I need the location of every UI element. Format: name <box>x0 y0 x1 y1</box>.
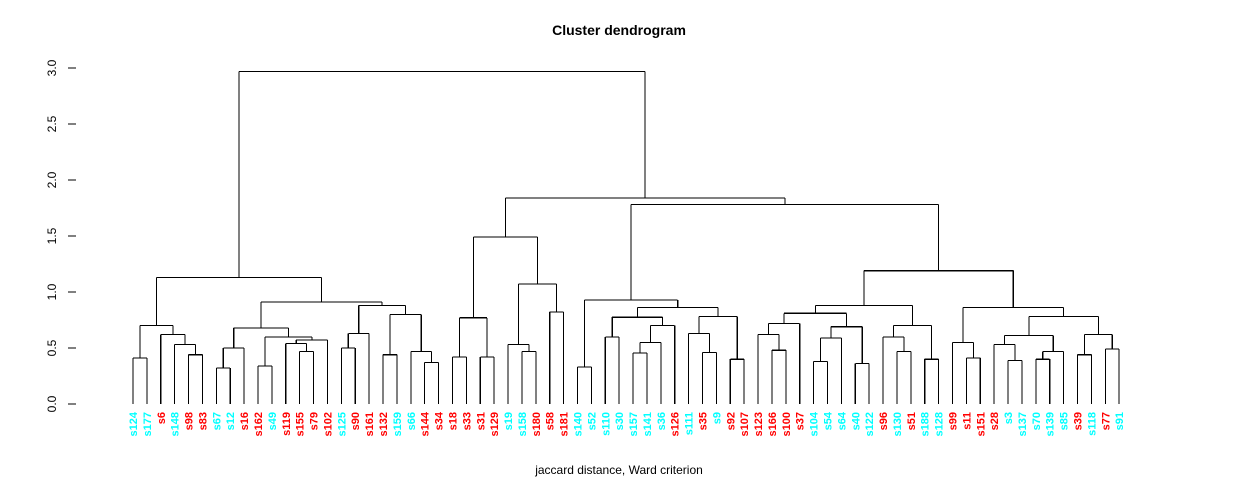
leaf-label-s104: s104 <box>809 411 821 436</box>
leaf-label-s130: s130 <box>892 412 904 436</box>
y-axis-tick-label: 0.5 <box>45 339 59 356</box>
leaf-label-s79: s79 <box>309 412 321 430</box>
leaf-label-s19: s19 <box>503 412 515 430</box>
leaf-label-s11: s11 <box>961 412 973 430</box>
leaf-label-s125: s125 <box>336 412 348 436</box>
leaf-label-s123: s123 <box>753 412 765 436</box>
leaf-label-s49: s49 <box>267 412 279 430</box>
leaf-label-s158: s158 <box>517 412 529 436</box>
leaf-label-s119: s119 <box>281 412 293 436</box>
leaf-label-s77: s77 <box>1100 412 1112 430</box>
leaf-label-s188: s188 <box>920 412 932 436</box>
leaf-label-s129: s129 <box>489 412 501 436</box>
leaf-label-s33: s33 <box>461 412 473 430</box>
leaf-label-s36: s36 <box>656 412 668 430</box>
leaf-label-s67: s67 <box>211 412 223 430</box>
chart-title: Cluster dendrogram <box>552 22 686 38</box>
leaf-label-s100: s100 <box>781 412 793 436</box>
leaf-label-s181: s181 <box>559 412 571 436</box>
leaf-label-s35: s35 <box>697 412 709 430</box>
leaf-label-s54: s54 <box>823 411 835 430</box>
leaf-label-s118: s118 <box>1086 412 1098 436</box>
leaf-label-s128: s128 <box>934 412 946 436</box>
y-axis-tick-label: 2.5 <box>45 115 59 132</box>
leaf-label-s64: s64 <box>836 411 848 430</box>
leaf-label-s58: s58 <box>545 412 557 430</box>
leaf-label-s166: s166 <box>767 412 779 436</box>
leaf-label-s85: s85 <box>1059 412 1071 430</box>
leaf-label-s144: s144 <box>420 411 432 436</box>
leaf-label-s110: s110 <box>600 412 612 436</box>
leaf-label-s159: s159 <box>392 412 404 436</box>
leaf-label-s12: s12 <box>225 412 237 430</box>
leaf-label-s6: s6 <box>156 412 168 424</box>
leaf-label-s96: s96 <box>878 412 890 430</box>
leaf-label-s124: s124 <box>128 411 140 436</box>
y-axis-tick-label: 1.0 <box>45 283 59 300</box>
leaf-label-s51: s51 <box>906 412 918 430</box>
leaf-label-s122: s122 <box>864 412 876 436</box>
leaf-label-s141: s141 <box>642 412 654 436</box>
leaf-label-s126: s126 <box>670 412 682 436</box>
chart-subtitle: jaccard distance, Ward criterion <box>535 463 703 477</box>
leaf-label-s155: s155 <box>295 412 307 436</box>
leaf-label-s98: s98 <box>184 412 196 430</box>
leaf-label-s111: s111 <box>684 412 696 435</box>
leaf-label-s39: s39 <box>1073 412 1085 430</box>
leaf-label-s9: s9 <box>711 412 723 424</box>
leaf-label-s31: s31 <box>475 412 487 430</box>
leaf-label-s83: s83 <box>197 412 209 430</box>
leaf-label-s137: s137 <box>1017 412 1029 436</box>
leaf-label-s70: s70 <box>1031 412 1043 430</box>
leaf-label-s107: s107 <box>739 412 751 436</box>
leaf-label-s16: s16 <box>239 412 251 430</box>
leaf-label-s177: s177 <box>142 412 154 436</box>
leaf-label-s40: s40 <box>850 412 862 430</box>
leaf-label-s92: s92 <box>725 412 737 430</box>
leaf-label-s30: s30 <box>614 412 626 430</box>
leaf-label-s161: s161 <box>364 412 376 436</box>
y-axis-tick-label: 2.0 <box>45 171 59 188</box>
leaf-label-s157: s157 <box>628 412 640 436</box>
leaf-label-s102: s102 <box>322 412 334 436</box>
leaf-label-s162: s162 <box>253 412 265 436</box>
leaf-label-s148: s148 <box>170 412 182 436</box>
leaf-label-s3: s3 <box>1003 412 1015 424</box>
leaf-label-s52: s52 <box>586 412 598 430</box>
leaf-label-s139: s139 <box>1045 412 1057 436</box>
leaf-label-s99: s99 <box>948 412 960 430</box>
leaf-label-s132: s132 <box>378 412 390 436</box>
y-axis-tick-label: 1.5 <box>45 227 59 244</box>
leaf-label-s91: s91 <box>1114 412 1126 430</box>
y-axis-tick-label: 0.0 <box>45 395 59 412</box>
leaf-label-s37: s37 <box>795 412 807 430</box>
y-axis-tick-label: 3.0 <box>45 59 59 76</box>
leaf-label-s28: s28 <box>989 412 1001 430</box>
leaf-label-s151: s151 <box>975 412 987 436</box>
leaf-label-s90: s90 <box>350 412 362 430</box>
leaf-label-s34: s34 <box>434 411 446 430</box>
leaf-label-s180: s180 <box>531 412 543 436</box>
leaf-label-s66: s66 <box>406 412 418 430</box>
leaf-label-s140: s140 <box>572 412 584 436</box>
leaf-label-s18: s18 <box>447 412 459 430</box>
